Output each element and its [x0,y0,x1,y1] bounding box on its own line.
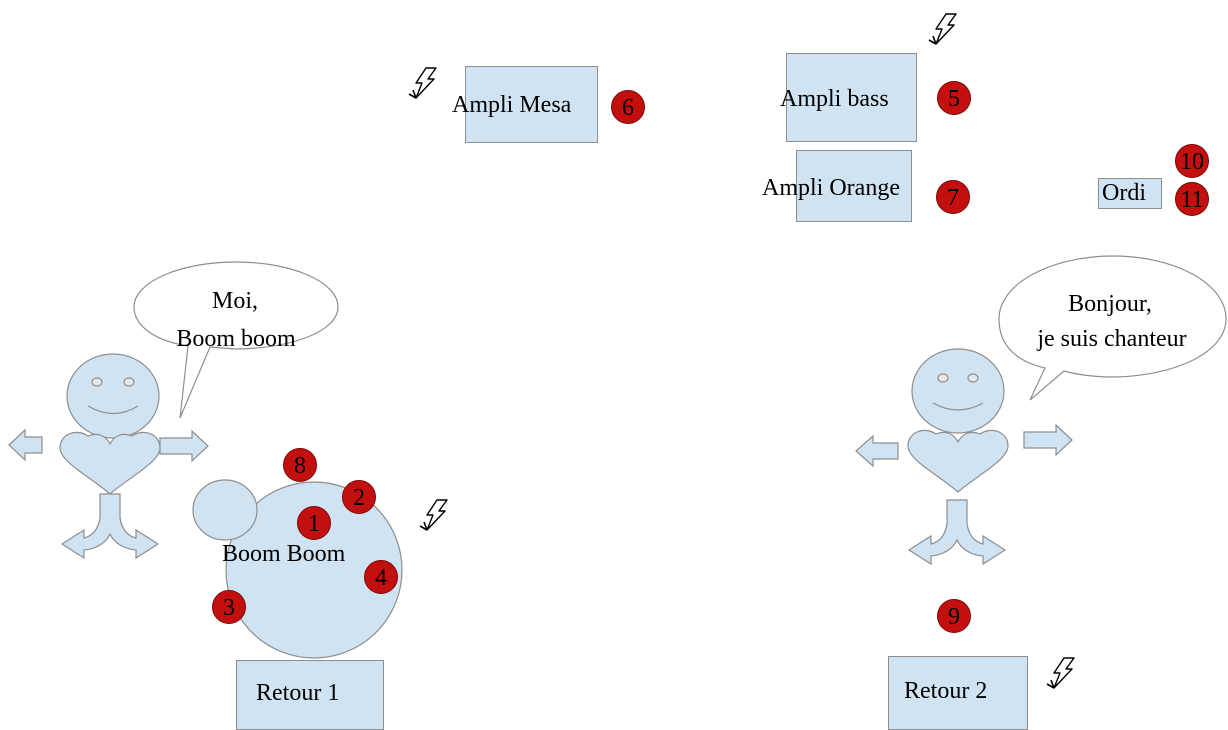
amp-bass-box [786,53,917,142]
singer-bubble-line1: Bonjour, [1068,291,1152,317]
heart-icon [59,431,161,495]
drum-circle-icon [192,479,258,541]
monitor-1-label: Retour 1 [256,680,340,706]
badge-9: 9 [937,599,971,633]
lightning-icon [408,67,437,99]
speech-bubble-icon [998,255,1227,401]
badge-3: 3 [212,590,246,624]
amp-mesa-label: Ampli Mesa [452,92,572,118]
arrow-icon [855,434,899,468]
heart-icon [907,429,1009,493]
singer-bubble-line2: je suis chanteur [1037,326,1187,352]
split-arrow-icon [907,499,1007,566]
split-arrow-icon [60,493,160,560]
badge-8: 8 [283,448,317,482]
arrow-icon [8,428,43,462]
computer-box [1098,178,1162,209]
arrow-icon [1023,423,1073,457]
drums-label: Boom Boom [222,541,346,567]
badge-6: 6 [611,90,645,124]
amp-mesa-box [465,66,598,143]
drummer-bubble-line2: Boom boom [176,326,296,352]
drum-kit [192,479,403,659]
badge-2: 2 [342,480,376,514]
badge-11: 11 [1175,182,1209,216]
monitor-2-label: Retour 2 [904,678,988,704]
lightning-icon [419,499,448,531]
drummer-figure [8,353,209,560]
computer-label: Ordi [1102,180,1146,206]
amp-bass-label: Ampli bass [780,86,889,112]
amp-orange-box [796,150,912,222]
badge-7: 7 [936,180,970,214]
lightning-icon [1046,657,1075,689]
lightning-icon [928,13,957,45]
badge-5: 5 [937,81,971,115]
badge-1: 1 [297,506,331,540]
singer-figure [855,348,1073,566]
drum-circle-icon [225,481,403,659]
badge-4: 4 [364,560,398,594]
amp-orange-label: Ampli Orange [762,175,900,201]
drummer-bubble-line1: Moi, [211,288,258,314]
arrow-icon [159,429,209,463]
speech-bubble-icon [133,261,339,419]
badge-10: 10 [1175,144,1209,178]
smiley-face-icon [66,353,160,439]
smiley-face-icon [911,348,1005,434]
